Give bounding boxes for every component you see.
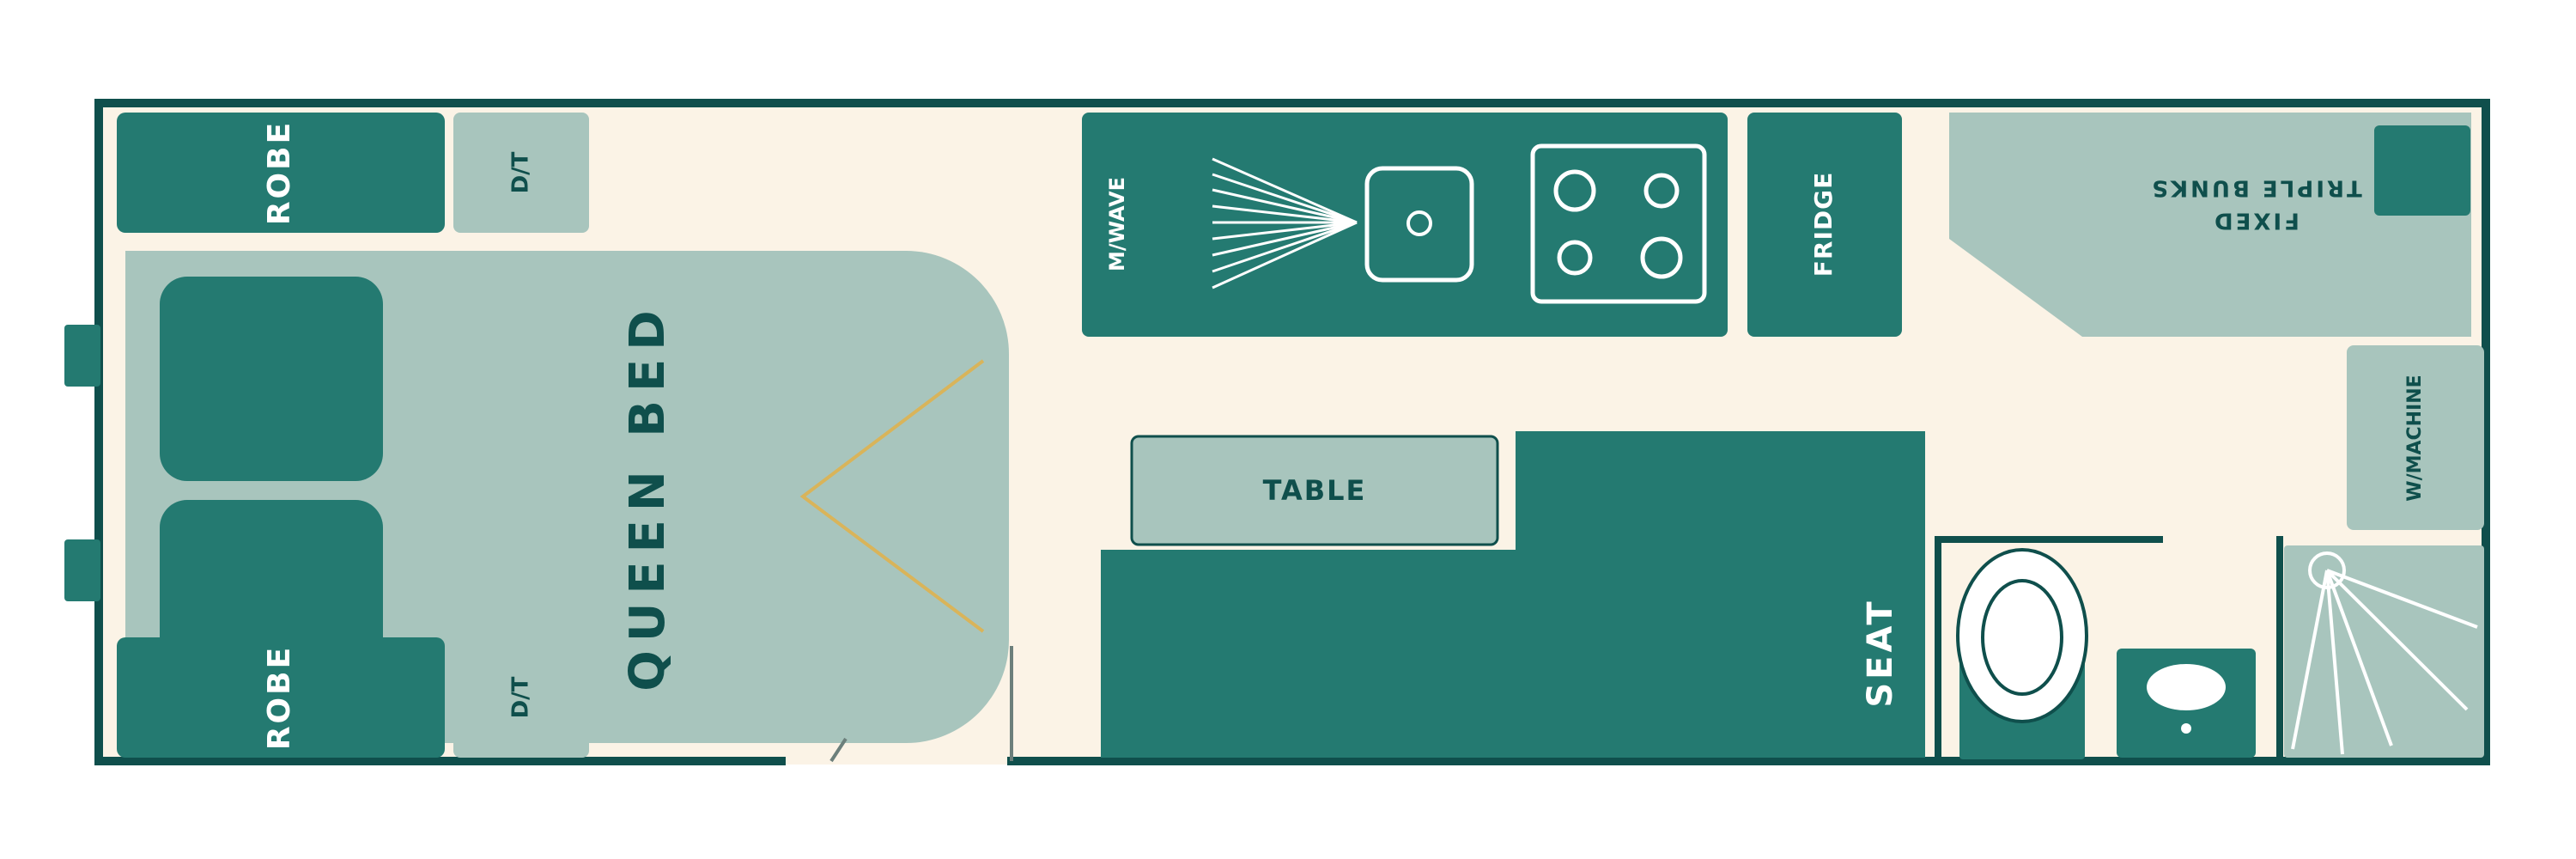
washing-machine (2347, 345, 2484, 530)
lounge-seat (1101, 431, 1925, 758)
cooktop-icon (1530, 143, 1707, 304)
seat-label: SEAT (1861, 598, 1900, 707)
triple-bunks (1949, 113, 2471, 337)
outer-walls (94, 99, 2490, 765)
shower-icon (2291, 551, 2478, 755)
bathroom-walls (1935, 536, 2283, 765)
queen-bed-label: QUEEN BED (620, 302, 676, 691)
kitchen-bench (1082, 113, 1728, 337)
side-tab-upper (64, 325, 100, 387)
triple-bunks-label-line-2: TRIPLE BUNKS (2149, 175, 2361, 201)
robe-bottom-label: ROBE (262, 645, 297, 750)
fridge (1747, 113, 1902, 337)
bed-fold-line (799, 359, 985, 633)
pillow-icon (160, 277, 383, 481)
table-label: TABLE (1263, 474, 1367, 507)
bunk-ladder (2374, 125, 2470, 216)
robe-bottom (117, 637, 445, 758)
robe-top (117, 113, 445, 233)
sink-icon (1364, 166, 1474, 283)
door-swing-icon (829, 646, 1013, 763)
dt-top (453, 113, 589, 233)
dt-bottom (453, 637, 589, 758)
washing-machine-label: W/MACHINE (2404, 375, 2426, 501)
robe-top-label: ROBE (262, 120, 297, 225)
pillow-icon (160, 500, 383, 672)
shower (2284, 545, 2484, 758)
side-tab-lower (64, 539, 100, 601)
microwave-label: M/WAVE (1105, 177, 1129, 271)
fridge-label: FRIDGE (1809, 172, 1838, 277)
triple-bunks-label-line-1: FIXED (2212, 208, 2300, 234)
triple-bunks-label: FIXED TRIPLE BUNKS (2149, 175, 2361, 234)
dt-bottom-label: D/T (508, 676, 534, 718)
dt-top-label: D/T (508, 151, 534, 193)
basin-icon (2117, 649, 2256, 758)
rangehood-icon (1212, 157, 1358, 289)
dinette-table (1130, 435, 1499, 546)
toilet-icon (1956, 548, 2088, 759)
